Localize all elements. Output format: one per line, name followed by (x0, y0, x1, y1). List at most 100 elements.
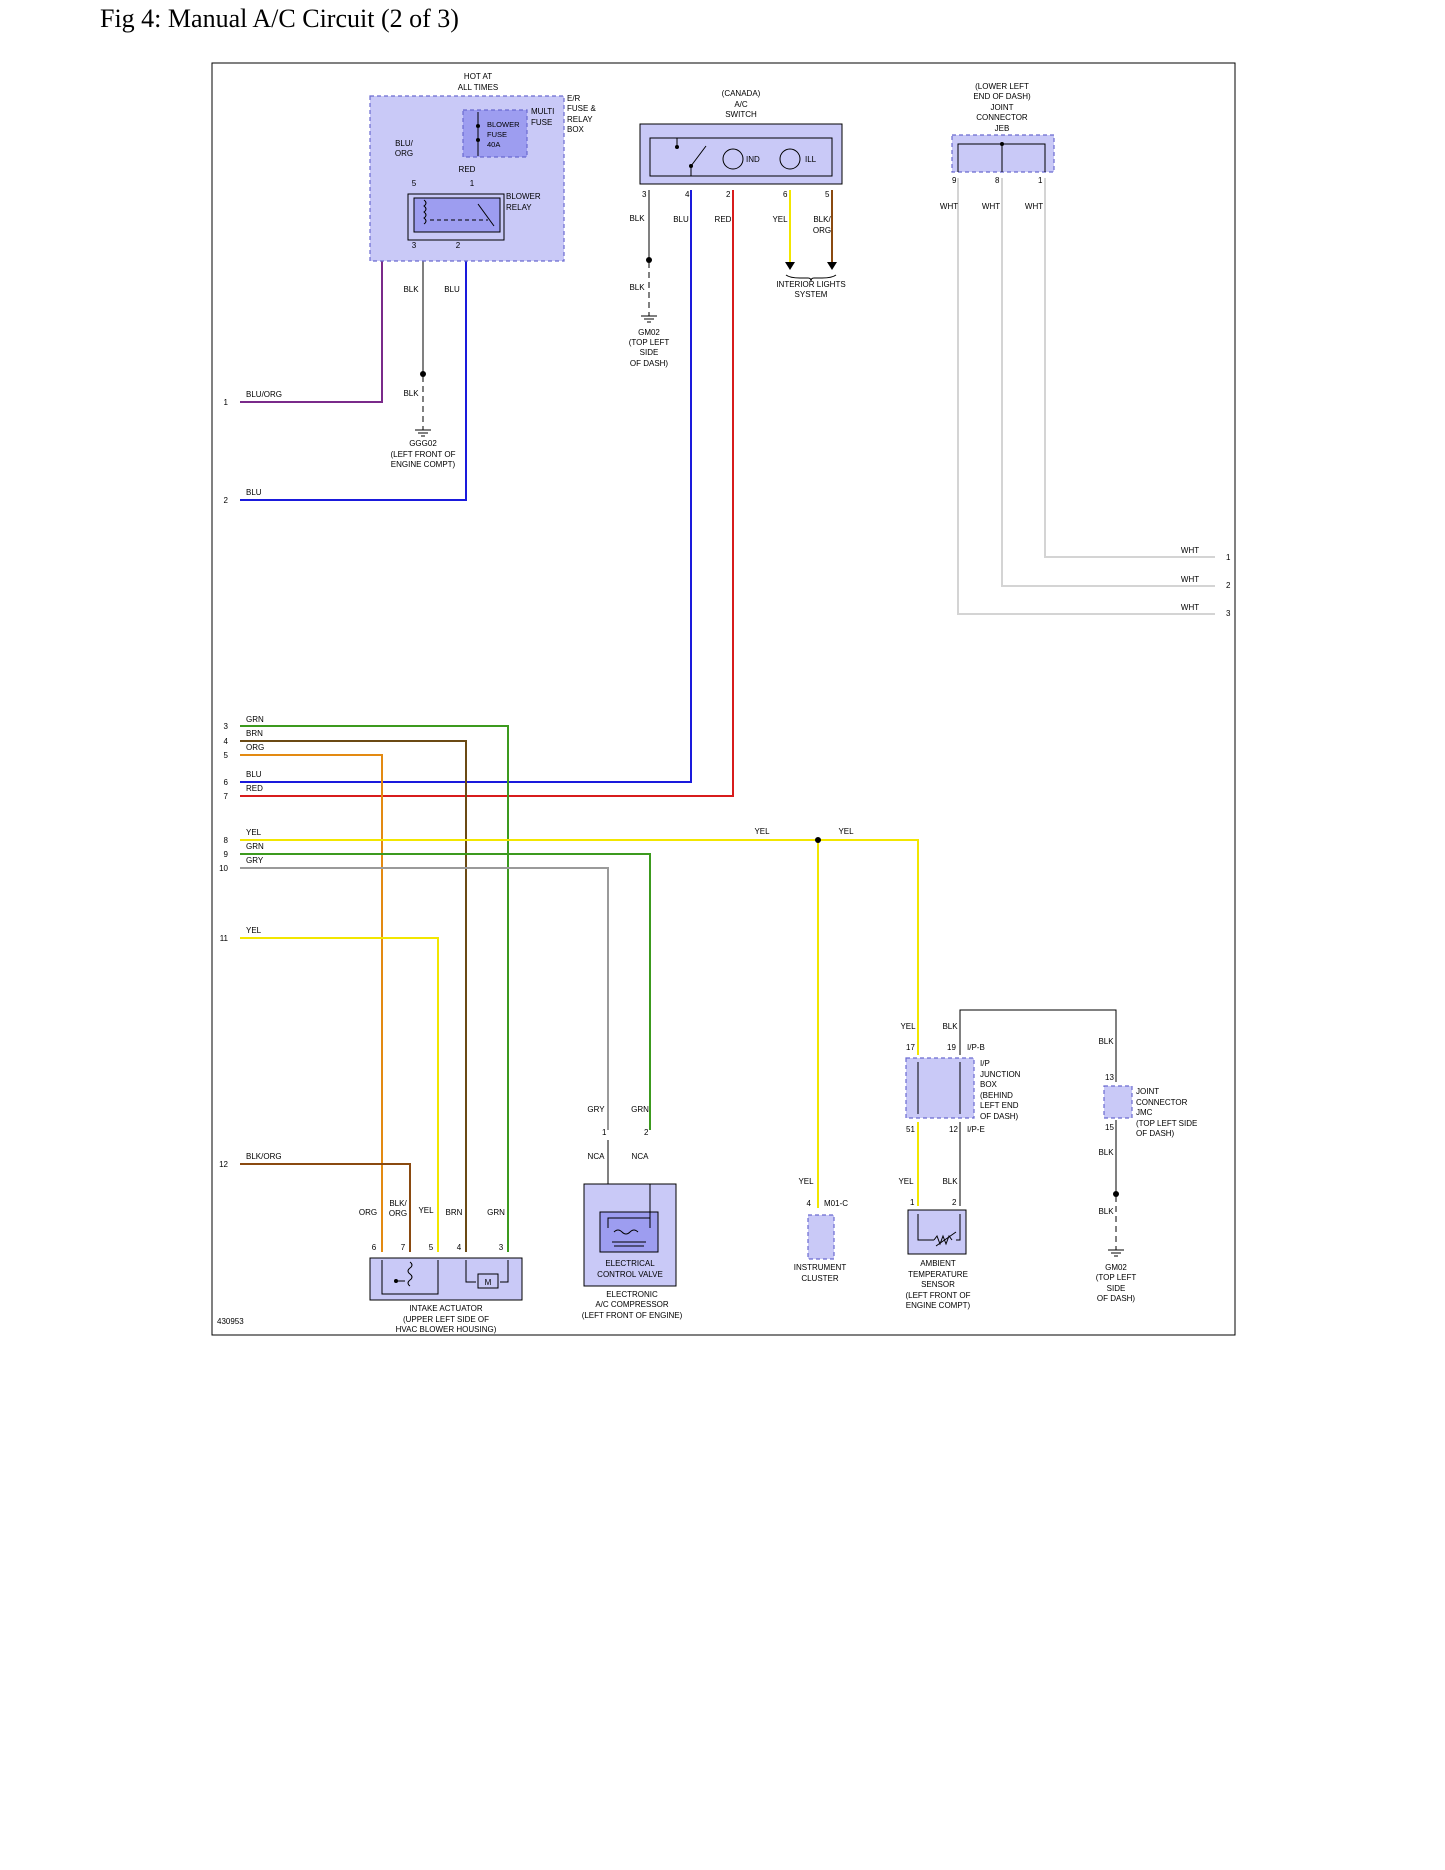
jmc-name-3: JMC (1136, 1108, 1153, 1117)
wire-brn-t4 (240, 740, 467, 1252)
ac-switch-pin-2: 2 (726, 190, 731, 199)
wire-wht-jeb-8 (1001, 178, 1215, 587)
relay-pin-1: 1 (470, 179, 475, 188)
right-term-3-color: WHT (1181, 603, 1199, 612)
jeb-box (951, 134, 1055, 173)
joint-connector-jeb (951, 134, 1055, 173)
intake-actuator-box (369, 1257, 523, 1301)
thermistor-icon (933, 1231, 957, 1247)
ip-name-4: (BEHIND (980, 1091, 1013, 1100)
ip-name-1: I/P (980, 1059, 990, 1068)
ip-junction-box (905, 1057, 975, 1119)
blu-org-label-1: BLU/ (395, 139, 414, 148)
motor-label: M (485, 1278, 492, 1287)
er-fuse-relay-box (369, 95, 565, 262)
relay-pin-5: 5 (412, 179, 417, 188)
actuator-wire-blkorg-2: ORG (389, 1209, 407, 1218)
er-box-name-1: E/R (567, 94, 581, 103)
blower-fuse-label-3: 40A (487, 140, 500, 149)
ambient-wire-blk: BLK (942, 1177, 958, 1186)
wire-gry-t10 (240, 867, 609, 1130)
ac-switch-wire-blk: BLK (629, 214, 645, 223)
ip-name-2: JUNCTION (980, 1070, 1021, 1079)
left-term-5-num: 5 (224, 751, 229, 760)
ambient-wire-yel: YEL (898, 1177, 914, 1186)
wire-grn-t9 (240, 853, 651, 1130)
compressor-pin-2: 2 (644, 1128, 649, 1137)
ground-gm02-right: BLK BLK GM02 (TOP LEFT SIDE OF DASH) (1096, 1148, 1137, 1303)
ac-switch-pin-4: 4 (685, 190, 690, 199)
interior-label-1: INTERIOR LIGHTS (776, 280, 845, 289)
jeb-name-1: (LOWER LEFT (975, 82, 1029, 91)
relay-pin-3: 3 (412, 241, 417, 250)
compressor-name-1: ELECTRONIC (606, 1290, 658, 1299)
relay-contact (477, 203, 495, 227)
ac-switch-wire-blkorg-1: BLK/ (813, 215, 831, 224)
gm02-top-name-3: SIDE (640, 348, 659, 357)
jeb-pin-8: 8 (995, 176, 1000, 185)
ac-switch-box (639, 123, 843, 185)
jeb-name-2: END OF DASH) (973, 92, 1031, 101)
jmc-pin-13: 13 (1105, 1073, 1114, 1082)
ip-conn-b: I/P-B (967, 1043, 985, 1052)
gm02-right-blk-2: BLK (1098, 1207, 1114, 1216)
left-term-8-num: 8 (224, 836, 229, 845)
wire-yel-t11 (240, 937, 439, 1252)
ac-switch (639, 123, 843, 185)
er-box-name-3: RELAY (567, 115, 593, 124)
cluster-pin: 4 (807, 1199, 812, 1208)
actuator-pin-4: 4 (457, 1243, 462, 1252)
ip-name-3: BOX (980, 1080, 998, 1089)
right-term-1-num: 1 (1226, 553, 1231, 562)
gm02-right-name-4: OF DASH) (1097, 1294, 1136, 1303)
actuator-pin-6: 6 (372, 1243, 377, 1252)
cluster-box (807, 1214, 835, 1260)
ggg02-name-1: GGG02 (409, 439, 437, 448)
relay-coil (423, 199, 427, 225)
left-term-6-num: 6 (224, 778, 229, 787)
ip-pin-19: 19 (947, 1043, 956, 1052)
ac-switch-pin-3: 3 (642, 190, 647, 199)
wire-blu-t6 (240, 190, 692, 783)
gm02-top-name-2: (TOP LEFT (629, 338, 670, 347)
splice-blk-jmc (1113, 1191, 1119, 1197)
valve-name-1: ELECTRICAL (605, 1259, 655, 1268)
right-terminals: WHT 1 WHT 2 WHT 3 (1181, 546, 1231, 618)
ac-switch-wire-blu: BLU (673, 215, 689, 224)
ambient-name-4: (LEFT FRONT OF (905, 1291, 970, 1300)
actuator-pin-7: 7 (401, 1243, 406, 1252)
jmc-box (1103, 1085, 1133, 1119)
left-term-4-color: BRN (246, 729, 263, 738)
hot-at-label-2: ALL TIMES (458, 83, 498, 92)
ambient-name-5: ENGINE COMPT) (906, 1301, 971, 1310)
ind-label: IND (746, 155, 760, 164)
jmc-name-5: OF DASH) (1136, 1129, 1175, 1138)
ip-pin-12: 12 (949, 1125, 958, 1134)
wire-blkorg-t12 (240, 1163, 411, 1252)
ac-compressor (583, 1183, 677, 1287)
splice-yel-label-left: YEL (754, 827, 770, 836)
wire-red-t7 (240, 190, 734, 797)
ac-switch-wire-red: RED (715, 215, 732, 224)
control-valve-box (599, 1211, 659, 1253)
multi-fuse-label-1: MULTI (531, 107, 554, 116)
blower-relay-label-1: BLOWER (506, 192, 541, 201)
figure-id: 430953 (217, 1317, 244, 1326)
left-term-9-color: GRN (246, 842, 264, 851)
wires (240, 150, 1215, 1252)
hot-at-label-1: HOT AT (464, 72, 492, 81)
ac-switch-name-1: (CANADA) (722, 89, 761, 98)
left-term-7-num: 7 (224, 792, 229, 801)
actuator-wire-blkorg-1: BLK/ (389, 1199, 407, 1208)
gm02-right-name-1: GM02 (1105, 1263, 1127, 1272)
actuator-wire-brn: BRN (446, 1208, 463, 1217)
blower-relay-inner (413, 197, 501, 233)
jeb-wire-8: WHT (982, 202, 1000, 211)
compressor-name-3: (LEFT FRONT OF ENGINE) (582, 1311, 683, 1320)
blower-relay-label-2: RELAY (506, 203, 532, 212)
jeb-pin-1: 1 (1038, 176, 1043, 185)
actuator-pin-5: 5 (429, 1243, 434, 1252)
jeb-name-3: JOINT (990, 103, 1013, 112)
left-term-8-color: YEL (246, 828, 262, 837)
gm02-right-name-2: (TOP LEFT (1096, 1273, 1137, 1282)
